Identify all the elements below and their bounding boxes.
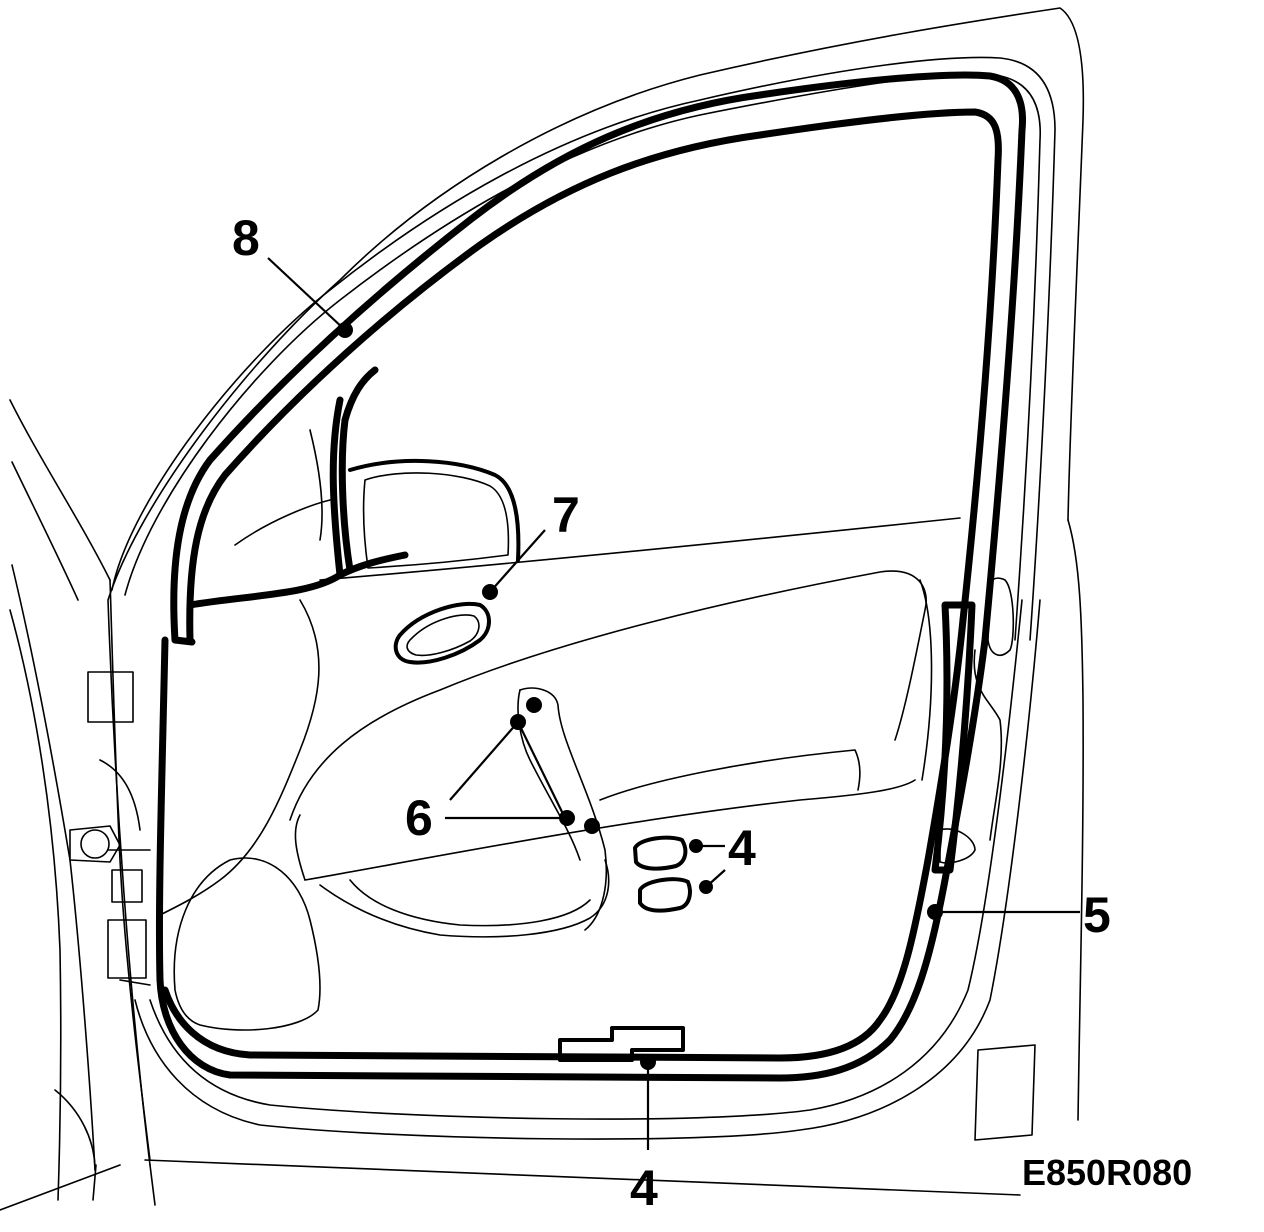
mirror-mount bbox=[234, 429, 521, 569]
leader-lines bbox=[267, 257, 1080, 1150]
callout-label-4-bottom: 4 bbox=[630, 1160, 658, 1216]
callout-label-5: 5 bbox=[1083, 887, 1111, 943]
callout-label-7: 7 bbox=[552, 487, 580, 543]
callout-label-4-switch: 4 bbox=[728, 820, 756, 876]
figure-reference-code: E850R080 bbox=[1022, 1152, 1192, 1193]
door-trim-panel bbox=[159, 517, 961, 1031]
door-handle-recess bbox=[393, 601, 491, 665]
callout-label-8: 8 bbox=[232, 210, 260, 266]
door-weatherstrip-seal bbox=[155, 71, 1027, 1082]
callout-dots bbox=[337, 322, 943, 1070]
body-pillar-lines bbox=[0, 399, 156, 1211]
callout-label-6: 6 bbox=[405, 790, 433, 846]
door-outer-shell bbox=[107, 7, 1085, 1196]
door-lock-area bbox=[939, 577, 1036, 1141]
window-switch-pockets bbox=[633, 835, 692, 913]
sill-bracket bbox=[558, 1026, 685, 1062]
